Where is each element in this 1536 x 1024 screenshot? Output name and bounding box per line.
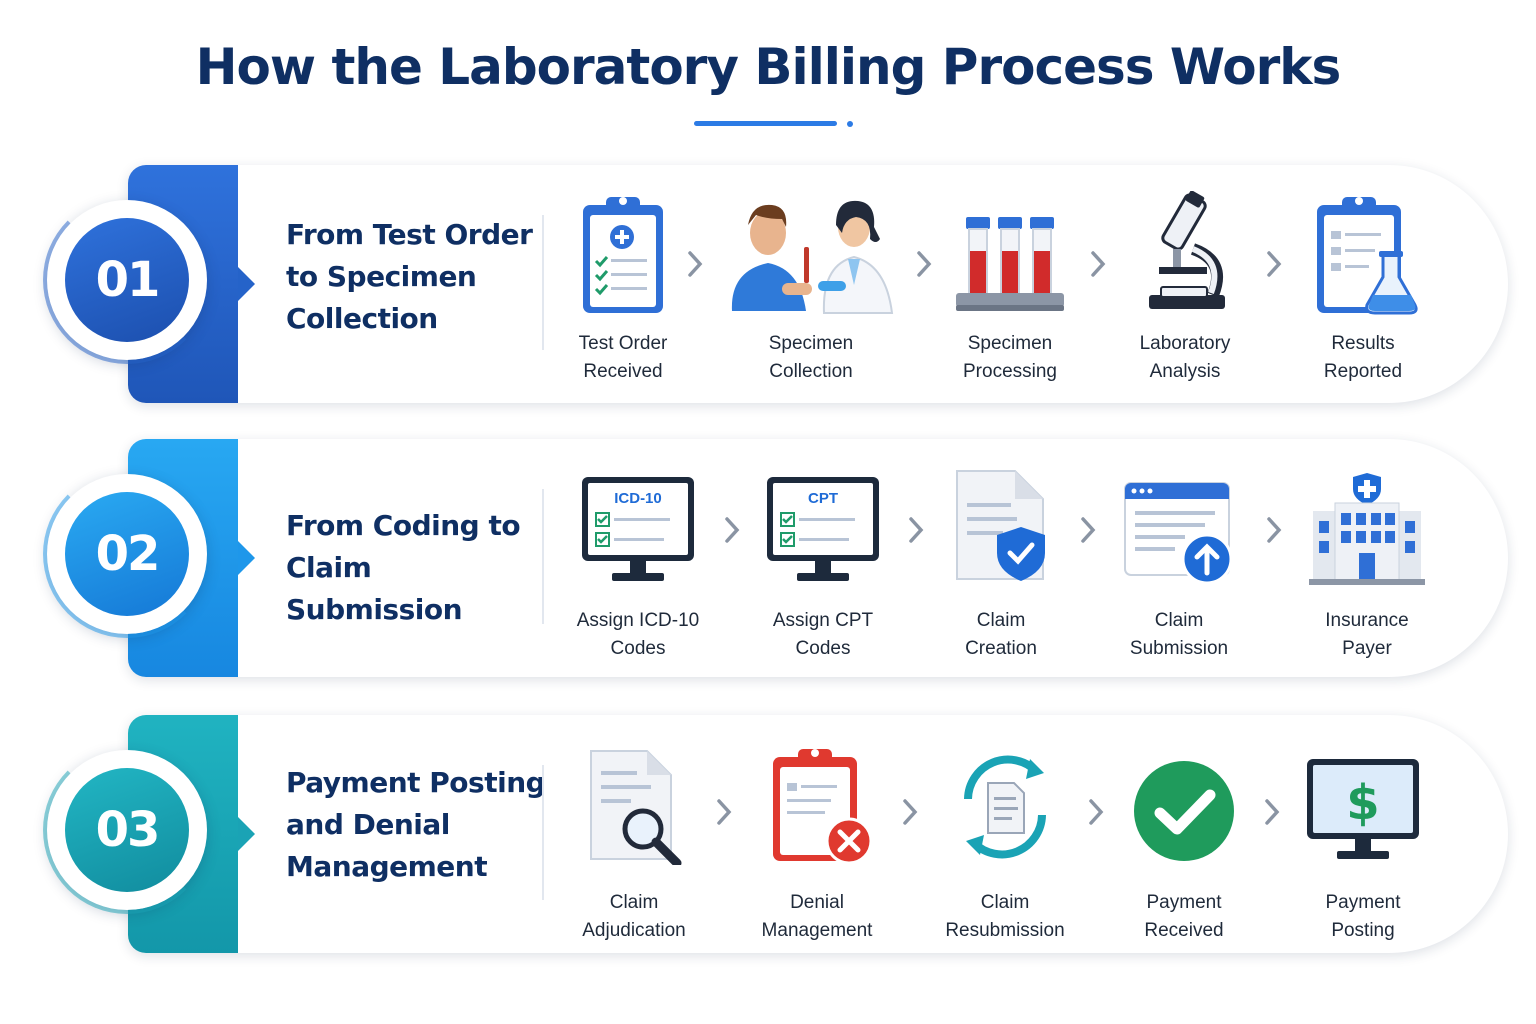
section-divider: [542, 765, 544, 900]
step-label: Payment Received: [1144, 892, 1224, 941]
section-heading: From Test Order to Specimen Collection: [286, 214, 546, 340]
screen-label: CPT: [808, 490, 838, 507]
monitor-icd10-icon: ICD-10: [582, 477, 694, 581]
step-payment-posting: $ Payment Posting: [1278, 757, 1448, 941]
section-coding-to-claim-submission: 02 From Coding to Claim Submission ICD-1…: [43, 439, 1508, 677]
step-label: Denial Management: [761, 892, 873, 941]
step-specimen-processing: Specimen Processing: [925, 211, 1095, 382]
step-label: Claim Adjudication: [582, 892, 686, 941]
step-label: Claim Submission: [1129, 610, 1229, 659]
chevron-right-icon: [725, 517, 740, 543]
heading-line: Management: [286, 850, 488, 883]
step-label: Assign CPT Codes: [772, 610, 874, 659]
section-number: 02: [65, 492, 189, 616]
title-underline: [694, 121, 837, 126]
section-heading: From Coding to Claim Submission: [286, 505, 556, 631]
step-label: Test Order Received: [578, 333, 668, 382]
title-underline-dot: [847, 121, 853, 127]
step-payment-received: Payment Received: [1099, 759, 1269, 941]
step-label: Specimen Processing: [963, 333, 1057, 382]
step-label: Insurance Payer: [1325, 610, 1409, 659]
section-divider: [542, 215, 544, 350]
chevron-right-icon: [903, 799, 918, 825]
section-test-order-to-specimen: 01 From Test Order to Specimen Collectio…: [43, 165, 1508, 403]
step-label: Results Reported: [1323, 333, 1403, 382]
page-title: How the Laboratory Billing Process Works: [195, 38, 1342, 96]
step-label: Claim Creation: [965, 610, 1037, 659]
step-number-badge: 02: [43, 470, 211, 638]
step-label: Payment Posting: [1325, 892, 1401, 941]
browser-upload-icon: [1124, 482, 1233, 585]
chevron-right-icon: [1267, 517, 1282, 543]
step-insurance-payer: Insurance Payer: [1282, 471, 1452, 659]
check-circle-icon: [1134, 761, 1234, 861]
clipboard-flask-icon: [1317, 197, 1418, 315]
step-claim-creation: Claim Creation: [916, 467, 1086, 659]
clipboard-denied-icon: [773, 749, 873, 865]
section-heading: Payment Posting and Denial Management: [286, 762, 546, 888]
hospital-building-icon: [1309, 473, 1425, 585]
step-assign-cpt-codes: CPT Assign CPT Codes: [738, 475, 908, 659]
step-claim-submission: Claim Submission: [1094, 481, 1264, 659]
step-denial-management: Denial Management: [732, 745, 902, 941]
section-divider: [542, 489, 544, 624]
heading-line: and Denial: [286, 808, 450, 841]
step-label: Assign ICD-10 Codes: [576, 610, 700, 659]
test-tube-rack-icon: [956, 217, 1064, 311]
step-specimen-collection: Specimen Collection: [726, 189, 896, 382]
step-label: Claim Resubmission: [945, 892, 1065, 941]
step-claim-resubmission: Claim Resubmission: [920, 749, 1090, 941]
section-card: [128, 165, 1508, 403]
band-pointer: [238, 817, 255, 851]
step-results-reported: Results Reported: [1278, 193, 1448, 382]
section-payment-and-denial: 03 Payment Posting and Denial Management…: [43, 715, 1508, 953]
band-pointer: [238, 541, 255, 575]
phlebotomist-drawing-blood-icon: [731, 200, 894, 314]
monitor-cpt-icon: CPT: [767, 477, 879, 581]
chevron-right-icon: [1267, 251, 1282, 277]
chevron-right-icon: [1265, 799, 1280, 825]
heading-line: From Coding to: [286, 509, 521, 542]
chevron-right-icon: [1089, 799, 1104, 825]
step-laboratory-analysis: Laboratory Analysis: [1100, 191, 1270, 382]
heading-line: From Test Order: [286, 218, 533, 251]
heading-line: Collection: [286, 302, 438, 335]
monitor-dollar-icon: $: [1307, 759, 1419, 859]
step-number-badge: 01: [43, 196, 211, 364]
section-number: 01: [65, 218, 189, 342]
document-cycle-icon: [964, 755, 1046, 859]
step-claim-adjudication: Claim Adjudication: [549, 749, 719, 941]
section-number: 03: [65, 768, 189, 892]
step-label: Specimen Collection: [768, 333, 854, 382]
chevron-right-icon: [909, 517, 924, 543]
heading-line: to Specimen: [286, 260, 477, 293]
document-shield-icon: [956, 470, 1045, 581]
chevron-right-icon: [1081, 517, 1096, 543]
screen-label: ICD-10: [614, 490, 662, 507]
chevron-right-icon: [717, 799, 732, 825]
step-assign-icd10-codes: ICD-10 Assign ICD-10 Codes: [553, 475, 723, 659]
chevron-right-icon: [1091, 251, 1106, 277]
band-pointer: [238, 267, 255, 301]
clipboard-checklist-icon: [583, 197, 663, 313]
heading-line: Payment Posting: [286, 766, 546, 799]
microscope-icon: [1149, 191, 1225, 309]
chevron-right-icon: [688, 251, 703, 277]
step-number-badge: 03: [43, 746, 211, 914]
heading-line: Claim Submission: [286, 551, 463, 626]
dollar-sign: $: [1346, 775, 1379, 831]
step-test-order-received: Test Order Received: [538, 193, 708, 382]
document-magnifier-icon: [590, 750, 682, 865]
step-label: Laboratory Analysis: [1139, 333, 1231, 382]
chevron-right-icon: [917, 251, 932, 277]
